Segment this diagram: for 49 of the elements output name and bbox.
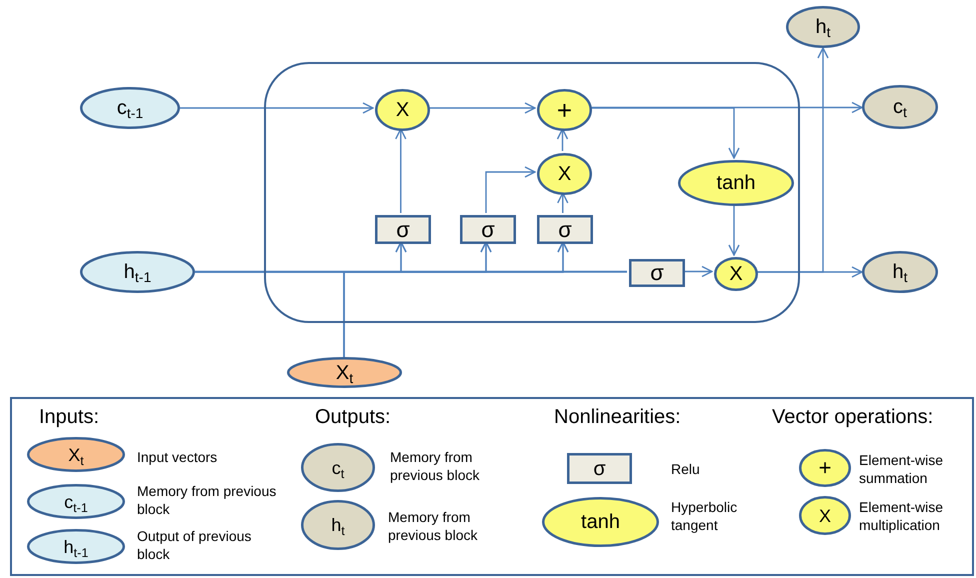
arrow (590, 102, 863, 114)
operator-symbol: σ (481, 218, 495, 240)
operator-symbol: tanh (716, 173, 756, 193)
arrow (683, 266, 713, 278)
legend-description: Element-wise summation (859, 451, 944, 488)
legend-description: Hyperbolic tangent (671, 498, 738, 534)
legend-panel (10, 397, 974, 576)
operator-symbol: σ (396, 218, 410, 240)
variable-label: h$_{t-1}$ (64, 538, 88, 556)
legend-description: Relu (671, 460, 701, 478)
operator-symbol: X (396, 100, 410, 120)
connector-line (343, 271, 627, 357)
variable-label: h$_{t}$ (815, 17, 830, 37)
operator-symbol: X (558, 164, 572, 184)
legend-description: Output of previous block (137, 527, 252, 564)
variable-label: tanh (581, 512, 620, 532)
arrow (728, 204, 740, 256)
arrow (590, 107, 740, 159)
variable-label: h$_{t}$ (331, 516, 345, 534)
arrow (180, 102, 374, 114)
operator-symbol: σ (558, 218, 572, 240)
variable-label: c$_{t-1}$ (116, 98, 144, 118)
legend-description: Memory from previous block (390, 448, 480, 484)
operator-symbol: σ (593, 458, 606, 478)
variable-label: X$_{t}$ (68, 446, 84, 464)
arrow (485, 166, 536, 213)
variable-label: c$_{t}$ (332, 458, 344, 476)
connector-line (194, 270, 627, 272)
operator-symbol: X (729, 264, 743, 284)
legend-heading: Inputs: (39, 406, 100, 429)
legend-description: Memory from previous block (137, 482, 277, 518)
legend-heading: Vector operations: (772, 406, 934, 429)
operator-symbol: + (556, 97, 572, 123)
variable-label: h$_{t}$ (892, 262, 908, 282)
variable-label: X (818, 506, 831, 524)
legend-heading: Nonlinearities: (554, 406, 681, 429)
lstm-cell-box (264, 62, 800, 323)
legend-description: Input vectors (137, 448, 218, 466)
legend-heading: Outputs: (315, 406, 391, 429)
arrow (756, 47, 829, 273)
variable-label: + (818, 457, 832, 479)
variable-label: c$_{t-1}$ (64, 492, 88, 510)
legend-description: Element-wise multiplication (859, 498, 944, 534)
legend-description: Memory from previous block (388, 508, 478, 544)
variable-label: h$_{t-1}$ (124, 262, 152, 282)
operator-symbol: σ (650, 262, 664, 284)
variable-label: c$_{t}$ (893, 97, 907, 117)
arrow (428, 102, 536, 114)
variable-label: X$_{t}$ (336, 362, 354, 382)
